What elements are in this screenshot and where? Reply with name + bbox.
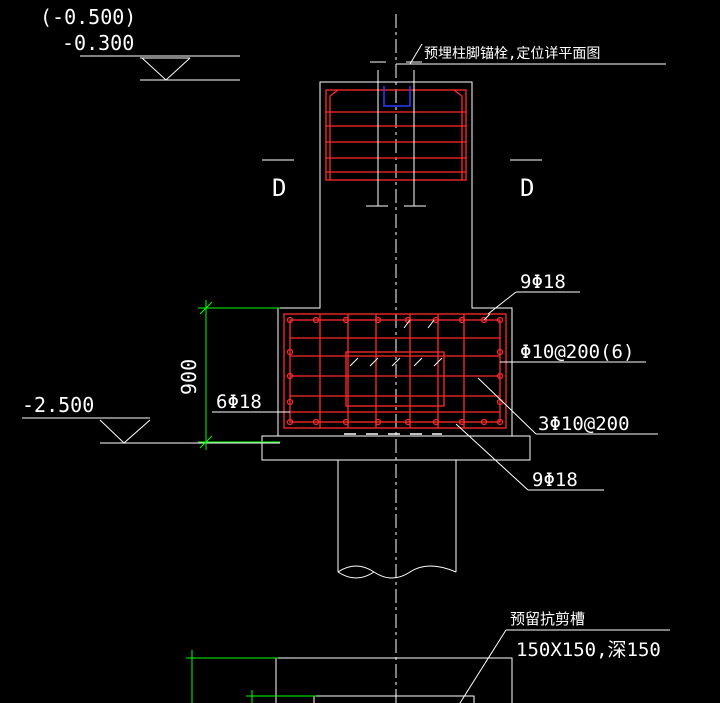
elevation-top-text: -0.300 [62, 31, 134, 55]
note-side-bars: 6Φ18 [212, 391, 290, 413]
note-top-bars-text: 9Φ18 [520, 271, 566, 293]
note-stirrups: Φ10@200(6) [500, 341, 646, 363]
section-mark-left-text: D [272, 174, 286, 202]
footing-rebar-cage [283, 313, 507, 429]
dimension-900: 900 [177, 300, 280, 450]
elevation-mark-bottom: -2.500 [22, 393, 280, 444]
pedestal-outline [277, 81, 513, 437]
note-bottom-bars-text: 9Φ18 [532, 469, 578, 491]
note-tie-bars: 3Φ10@200 [477, 377, 658, 435]
section-mark-left: D [262, 159, 294, 202]
pedestal-rebar-cage [325, 89, 467, 181]
note-stirrups-text: Φ10@200(6) [520, 341, 634, 363]
section-mark-right: D [510, 159, 542, 202]
anchor-bolts [366, 61, 426, 207]
dimension-900-text: 900 [177, 359, 201, 395]
base-slab [261, 435, 531, 461]
shear-slot-size-text: 150X150,深150 [516, 639, 661, 661]
tie-ticks [349, 313, 491, 367]
pile [337, 460, 457, 579]
note-anchor-bolt: 预埋柱脚锚栓,定位详平面图 [396, 43, 666, 65]
note-side-bars-text: 6Φ18 [216, 391, 262, 413]
note-tie-bars-text: 3Φ10@200 [538, 413, 630, 435]
section-mark-right-text: D [520, 174, 534, 202]
note-anchor-bolt-text: 预埋柱脚锚栓,定位详平面图 [424, 46, 600, 62]
shear-slot-title-text: 预留抗剪槽 [510, 610, 585, 628]
elevation-bottom-text: -2.500 [22, 393, 94, 417]
elevation-top-paren-text: (-0.500) [40, 5, 136, 29]
elevation-mark-top: (-0.500) -0.300 [40, 5, 240, 81]
note-bottom-bars: 9Φ18 [455, 423, 604, 491]
shear-slot-detail: 预留抗剪槽 150X150,深150 [186, 610, 670, 703]
note-top-bars: 9Φ18 [487, 271, 580, 315]
